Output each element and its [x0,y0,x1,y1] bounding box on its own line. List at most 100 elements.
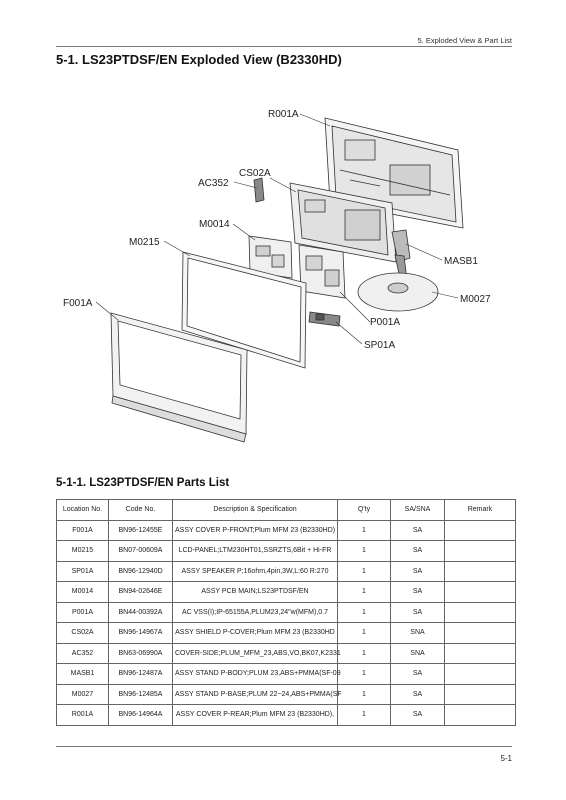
table-cell: 1 [337,683,391,705]
table-cell: CS02A [56,622,109,644]
header-divider [56,46,512,47]
table-cell: SA [390,581,445,603]
table-cell: BN96-12485A [108,683,173,705]
table-cell: SA [390,560,445,582]
table-cell: 1 [337,581,391,603]
table-cell: BN94-02646E [108,581,173,603]
table-cell: SNA [390,642,445,664]
table-cell: ASSY SHIELD P-COVER;Plum MFM 23 (B2330HD [172,622,338,644]
column-header: Description & Specification [172,499,338,521]
label-r001a: R001A [268,109,299,120]
side-cover-part [253,177,265,203]
table-cell: 1 [337,704,391,726]
exploded-view-diagram: R001A CS02A AC352 M0014 M0215 MASB1 M002… [63,109,491,443]
table-cell: ASSY COVER P-FRONT;Plum MFM 23 (B2330HD) [172,519,338,541]
label-ac352: AC352 [198,178,229,189]
table-cell: SA [390,540,445,562]
table-cell [444,540,516,562]
front-bezel-part [110,312,248,443]
table-cell [444,704,516,726]
table-cell: BN96-12455E [108,519,173,541]
table-cell [444,601,516,623]
main-pcb-part [248,235,293,279]
table-cell [444,683,516,705]
table-cell: R001A [56,704,109,726]
table-cell: SA [390,704,445,726]
table-cell: MASB1 [56,663,109,685]
table-cell: COVER-SIDE;PLUM_MFM_23,ABS,VO,BK07,K2331 [172,642,341,664]
label-masb1: MASB1 [444,256,478,267]
column-header: SA/SNA [390,499,445,521]
table-cell: 1 [337,540,391,562]
power-board-part [298,244,346,299]
column-header: Remark [444,499,516,521]
table-cell: ASSY COVER P-REAR;Plum MFM 23 (B2330HD), [172,704,338,726]
parts-table: Location No. Code No. Description & Spec… [56,499,516,726]
table-cell: BN07-00609A [108,540,173,562]
table-header-row: Location No. Code No. Description & Spec… [56,499,516,521]
table-cell: ASSY PCB MAIN;LS23PTDSF/EN [172,581,338,603]
table-cell: SA [390,601,445,623]
label-m0215: M0215 [129,237,160,248]
speaker-part [308,311,341,327]
table-cell: ASSY SPEAKER P;16ohm,4pin,3W,L:60 R:270 [172,560,338,582]
table-cell: SA [390,683,445,705]
label-m0027: M0027 [460,294,491,305]
table-cell: 1 [337,622,391,644]
label-sp01a: SP01A [364,340,395,351]
label-m0014: M0014 [199,219,230,230]
column-header: Code No. [108,499,173,521]
table-cell: ASSY STAND P-BODY;PLUM 23,ABS+PMMA(SF-09 [172,663,341,685]
table-cell: SP01A [56,560,109,582]
table-cell: BN96-12487A [108,663,173,685]
table-cell: 1 [337,663,391,685]
table-cell [444,581,516,603]
table-cell: M0027 [56,683,109,705]
table-cell: ASSY STAND P-BASE;PLUM 22~24,ABS+PMMA(SF [172,683,342,705]
table-cell: BN96-14967A [108,622,173,644]
table-cell: BN63-06990A [108,642,173,664]
label-f001a: F001A [63,298,93,309]
page-title: 5-1. LS23PTDSF/EN Exploded View (B2330HD… [56,52,342,67]
table-cell: AC352 [56,642,109,664]
table-cell: BN96-12940D [108,560,173,582]
label-cs02a: CS02A [239,168,271,179]
table-cell [444,642,516,664]
parts-list-title: 5-1-1. LS23PTDSF/EN Parts List [56,477,230,489]
table-cell: 1 [337,560,391,582]
table-cell: 1 [337,519,391,541]
table-cell: SA [390,519,445,541]
table-cell [444,663,516,685]
table-cell [444,519,516,541]
column-header: Q'ty [337,499,391,521]
section-header: 5. Exploded View & Part List [417,36,513,45]
table-cell: P001A [56,601,109,623]
table-cell: 1 [337,642,391,664]
table-cell: M0215 [56,540,109,562]
table-cell: 1 [337,601,391,623]
table-cell: SNA [390,622,445,644]
table-cell: LCD-PANEL;LTM230HT01,SSRZTS,6Bit + Hi-FR [172,540,338,562]
table-cell [444,560,516,582]
label-p001a: P001A [370,317,400,328]
table-cell [444,622,516,644]
table-cell: SA [390,663,445,685]
table-cell: BN44-00392A [108,601,173,623]
table-cell: AC VSS(I);IP-65155A,PLUM23,24"w(MFM),0.7 [172,601,338,623]
page-number: 5-1 [500,754,512,763]
table-cell: BN96-14964A [108,704,173,726]
shield-cover-part [289,182,397,263]
footer-divider [56,746,512,747]
table-cell: M0014 [56,581,109,603]
column-header: Location No. [56,499,109,521]
